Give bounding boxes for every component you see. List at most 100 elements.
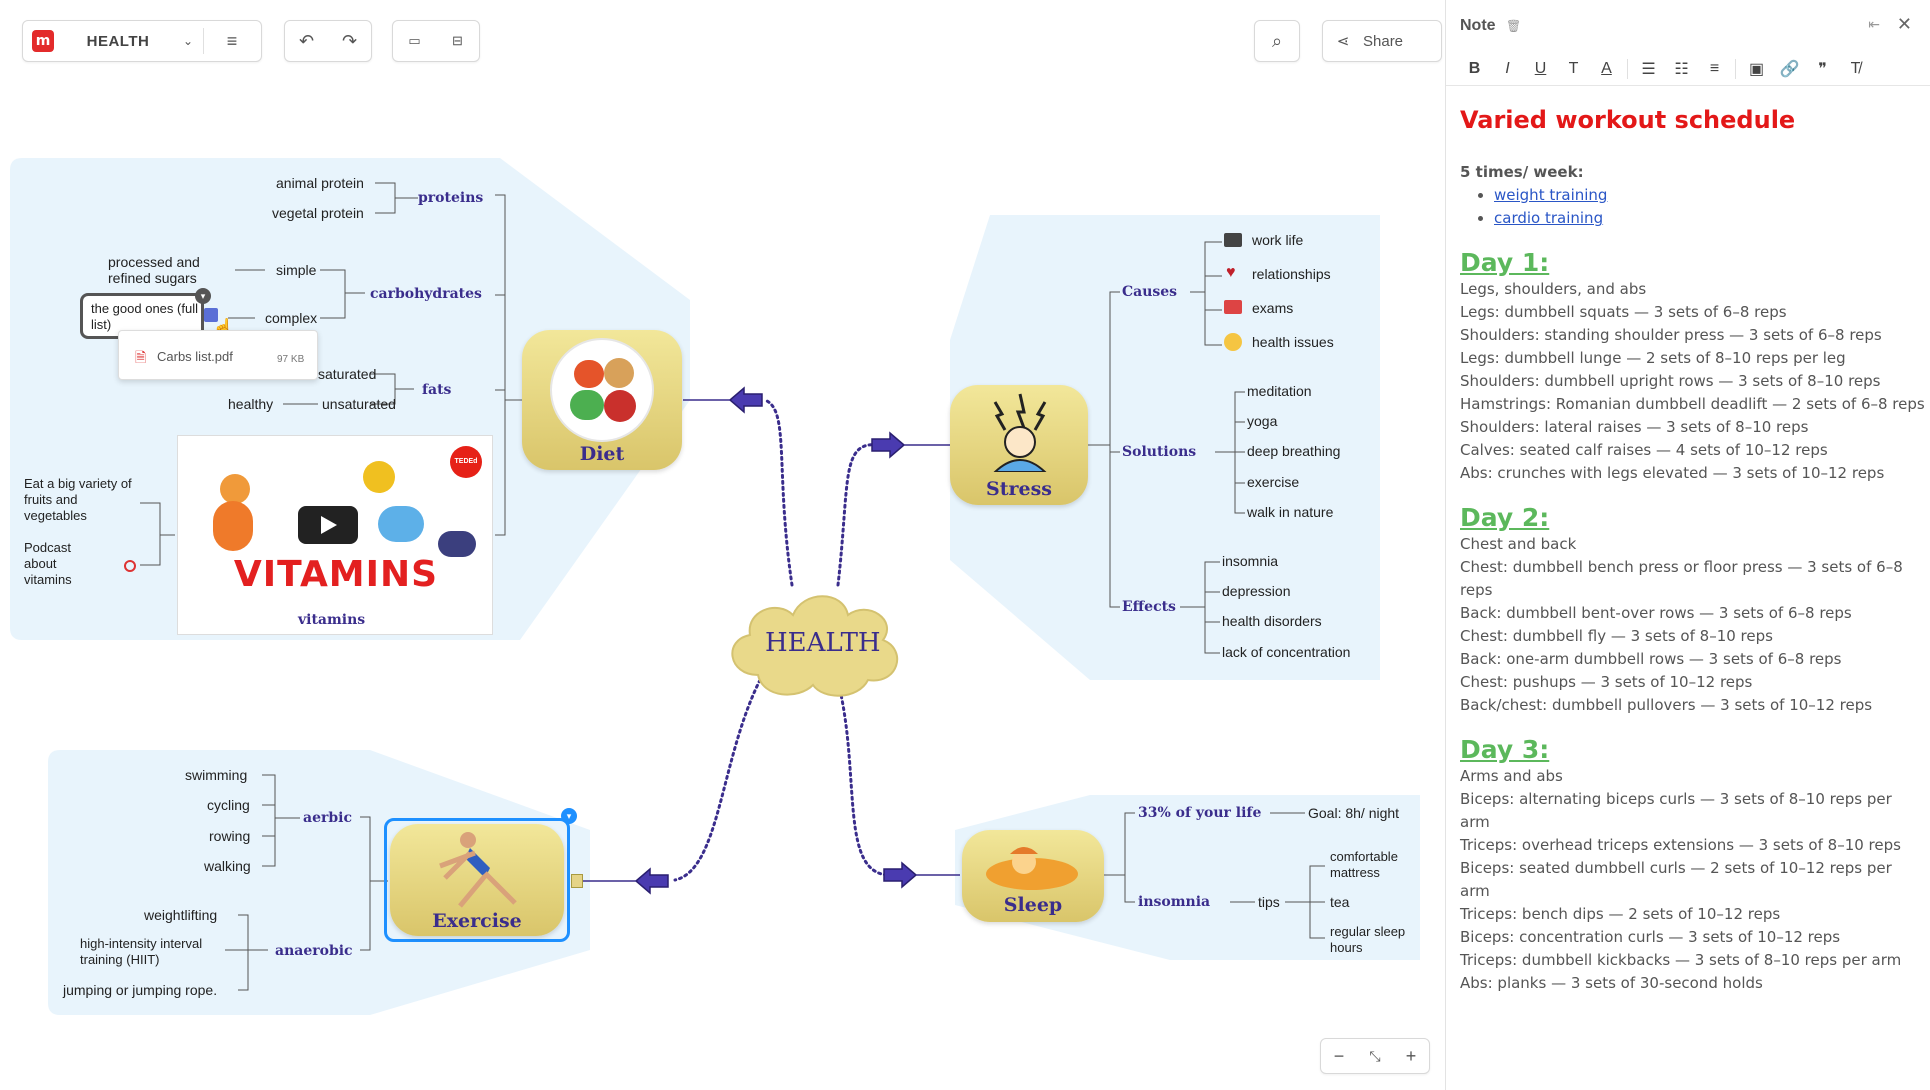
ordered-list-icon[interactable]: ☰	[1641, 60, 1656, 78]
sleep-goal[interactable]: Goal: 8h/ night	[1308, 805, 1400, 821]
mind-map-canvas[interactable]: HEALTH Diet proteins animal protein vege…	[0, 0, 1445, 1090]
selection-toggle-icon[interactable]: ▾	[561, 808, 577, 824]
link-icon[interactable]: 🔗	[1779, 60, 1800, 78]
exercise-selection-frame[interactable]	[384, 818, 570, 942]
day-1-line: Shoulders: dumbbell upright rows — 3 set…	[1460, 372, 1881, 390]
note-content[interactable]: Varied workout schedule 5 times/ week: w…	[1460, 105, 1925, 995]
solution-yoga[interactable]: yoga	[1247, 413, 1278, 429]
attachment-name[interactable]: Carbs list.pdf	[157, 349, 233, 364]
chevron-down-icon[interactable]: ⌄	[182, 34, 194, 48]
item-complex[interactable]: complex	[265, 310, 318, 326]
item-healthy[interactable]: healthy	[228, 396, 274, 412]
effect-depression[interactable]: depression	[1222, 583, 1291, 599]
undo-icon[interactable]: ↶	[298, 30, 315, 51]
insert-subtopic-icon[interactable]: ⊟	[452, 33, 463, 48]
trash-icon[interactable]: 🗑	[1506, 19, 1522, 33]
search-icon[interactable]: ⌕	[1271, 30, 1283, 51]
solution-meditation[interactable]: meditation	[1247, 383, 1312, 399]
note-indicator-icon[interactable]	[571, 874, 583, 888]
cause-relationships[interactable]: relationships	[1252, 266, 1331, 282]
topic-insomnia[interactable]: insomnia	[1138, 894, 1211, 910]
effect-health-disorders[interactable]: health disorders	[1222, 613, 1322, 629]
item-simple[interactable]: simple	[276, 262, 317, 278]
topic-effects[interactable]: Effects	[1122, 599, 1176, 615]
day-3-line: Biceps: seated dumbbell curls — 2 sets o…	[1460, 859, 1892, 900]
redo-icon[interactable]: ↷	[341, 30, 358, 51]
app-logo-button[interactable]: m	[23, 21, 63, 61]
attachment-icon[interactable]	[204, 308, 218, 322]
zoom-in-button[interactable]: +	[1405, 1045, 1417, 1066]
text-color-icon[interactable]: A	[1601, 59, 1612, 77]
item-vegetal-protein[interactable]: vegetal protein	[272, 205, 364, 221]
underline-icon[interactable]: U	[1534, 59, 1547, 77]
italic-icon[interactable]: I	[1505, 59, 1510, 77]
tip-mattress[interactable]: comfortable mattress	[1330, 849, 1398, 880]
vitamins-video-thumbnail[interactable]: TEDEd VITAMINS	[177, 435, 493, 635]
sleep-hub[interactable]: Sleep	[962, 830, 1104, 922]
zoom-out-button[interactable]: −	[1333, 1045, 1345, 1066]
diet-hub[interactable]: Diet	[522, 330, 682, 470]
solution-walk-in-nature[interactable]: walk in nature	[1247, 504, 1334, 520]
podcast-link-icon[interactable]	[124, 560, 136, 572]
note-processed-sugars[interactable]: processed and refined sugars	[108, 254, 200, 286]
diet-plate-image	[550, 338, 654, 442]
close-icon[interactable]: ✕	[1896, 14, 1912, 34]
clear-format-icon[interactable]: T̸	[1850, 59, 1861, 77]
collapse-toggle-icon[interactable]: ▾	[195, 288, 211, 304]
anaerobic-weightlifting[interactable]: weightlifting	[144, 907, 218, 923]
tip-tea[interactable]: tea	[1330, 894, 1350, 910]
image-icon[interactable]: ▣	[1748, 60, 1765, 78]
quote-icon[interactable]: ❞	[1818, 60, 1827, 78]
text-size-icon[interactable]: T	[1568, 59, 1579, 77]
topic-aerobic[interactable]: aerbic	[303, 810, 352, 826]
exercise-hub[interactable]: Exercise	[390, 824, 564, 936]
central-topic[interactable]: HEALTH	[765, 628, 881, 658]
link-cardio-training[interactable]: cardio training	[1494, 209, 1604, 227]
topic-33-percent[interactable]: 33% of your life	[1138, 805, 1262, 821]
day-3-line: Triceps: overhead triceps extensions — 3…	[1460, 836, 1901, 854]
menu-icon[interactable]: ≡	[226, 30, 238, 51]
bullet-list-icon[interactable]: ☷	[1674, 60, 1689, 78]
map-title-dropdown[interactable]: HEALTH	[63, 21, 173, 61]
tip-regular-sleep[interactable]: regular sleep hours	[1330, 924, 1406, 955]
topic-causes[interactable]: Causes	[1122, 284, 1178, 300]
stress-region	[950, 215, 1380, 680]
stress-hub[interactable]: Stress	[950, 385, 1088, 505]
fit-to-screen-icon[interactable]: ⤡	[1369, 1047, 1381, 1064]
solution-exercise[interactable]: exercise	[1247, 474, 1300, 490]
center-cloud-shape[interactable]	[718, 580, 908, 700]
topic-vitamins[interactable]: vitamins	[298, 612, 366, 628]
topic-carbohydrates[interactable]: carbohydrates	[370, 286, 482, 302]
sleep-tips[interactable]: tips	[1258, 894, 1280, 910]
day-3-line: Triceps: dumbbell kickbacks — 3 sets of …	[1460, 951, 1902, 969]
item-saturated[interactable]: saturated	[318, 366, 377, 382]
effect-insomnia[interactable]: insomnia	[1222, 553, 1279, 569]
play-button-icon[interactable]	[298, 506, 358, 544]
item-animal-protein[interactable]: animal protein	[276, 175, 364, 191]
cause-health-issues[interactable]: health issues	[1252, 334, 1334, 350]
cause-exams[interactable]: exams	[1252, 300, 1294, 316]
topic-proteins[interactable]: proteins	[418, 190, 484, 206]
solution-deep-breathing[interactable]: deep breathing	[1247, 443, 1341, 459]
aerobic-rowing[interactable]: rowing	[209, 828, 251, 844]
share-button[interactable]: ⋖ Share	[1322, 20, 1442, 62]
note-podcast[interactable]: Podcast about vitamins	[24, 540, 72, 587]
anaerobic-hiit[interactable]: high-intensity interval training (HIIT)	[80, 936, 203, 967]
insert-topic-icon[interactable]: ▭	[408, 33, 421, 48]
topic-anaerobic[interactable]: anaerobic	[275, 943, 353, 959]
aerobic-cycling[interactable]: cycling	[207, 797, 250, 813]
bold-icon[interactable]: B	[1468, 59, 1481, 77]
topic-fats[interactable]: fats	[422, 382, 452, 398]
aerobic-swimming[interactable]: swimming	[185, 767, 248, 783]
aerobic-walking[interactable]: walking	[204, 858, 251, 874]
effect-lack-of-concentration[interactable]: lack of concentration	[1222, 644, 1351, 660]
note-fruits-vegetables[interactable]: Eat a big variety of fruits and vegetabl…	[24, 476, 132, 523]
attachment-popup[interactable]: 🗎 Carbs list.pdf 97 KB	[118, 330, 318, 380]
link-weight-training[interactable]: weight training	[1494, 186, 1608, 204]
dock-panel-icon[interactable]: ⇤	[1868, 16, 1880, 32]
cause-work-life[interactable]: work life	[1252, 232, 1304, 248]
topic-solutions[interactable]: Solutions	[1122, 444, 1197, 460]
item-unsaturated[interactable]: unsaturated	[322, 396, 396, 412]
anaerobic-jumping[interactable]: jumping or jumping rope.	[63, 982, 218, 998]
align-icon[interactable]: ≡	[1709, 59, 1720, 77]
